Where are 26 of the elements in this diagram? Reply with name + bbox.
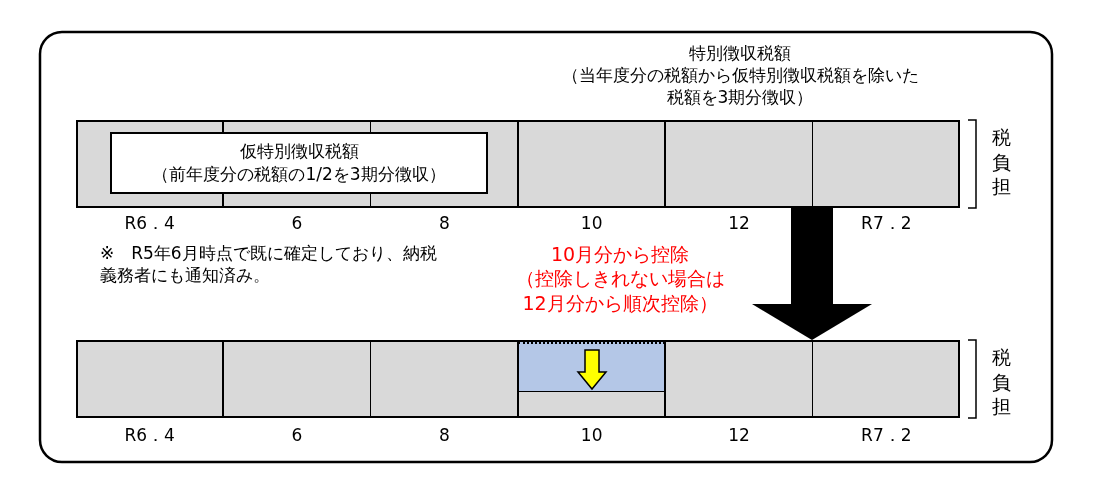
month-label: R7．2 [860,424,913,447]
deduction-note: 10月分から控除 [549,242,691,267]
month-label: R6．4 [123,424,176,447]
month-label: 6 [290,424,304,447]
month-label: 6 [290,212,304,235]
heading: 特別徴収税額 [688,42,792,65]
month-label: 8 [437,212,451,235]
month-label: R6．4 [123,212,176,235]
arrow [752,208,872,340]
box-heading: 仮特別徴収税額 [239,140,359,163]
deduction-area [518,342,666,392]
timeline-bar [76,120,960,208]
side-label: 税負担 [992,125,1012,200]
month-label: R7．2 [860,212,913,235]
side-label: 税負担 [992,345,1012,420]
box-note: （前年度分の税額の1/2を3期分徴収） [152,163,446,186]
month-label: 10 [579,212,604,235]
heading-note: （当年度分の税額から仮特別徴収税額を除いた税額を3期分徴収） [560,64,920,109]
month-label: 12 [727,424,751,447]
timeline-bar [76,340,960,418]
note: ※ R5年6月時点で既に確定しており、納税義務者にも通知済み。 [100,242,438,287]
month-label: 10 [579,424,604,447]
month-label: 8 [437,424,451,447]
text-box [110,132,488,194]
deduction-note: （控除しきれない場合は12月分から順次控除） [515,266,725,316]
month-label: 12 [727,212,751,235]
